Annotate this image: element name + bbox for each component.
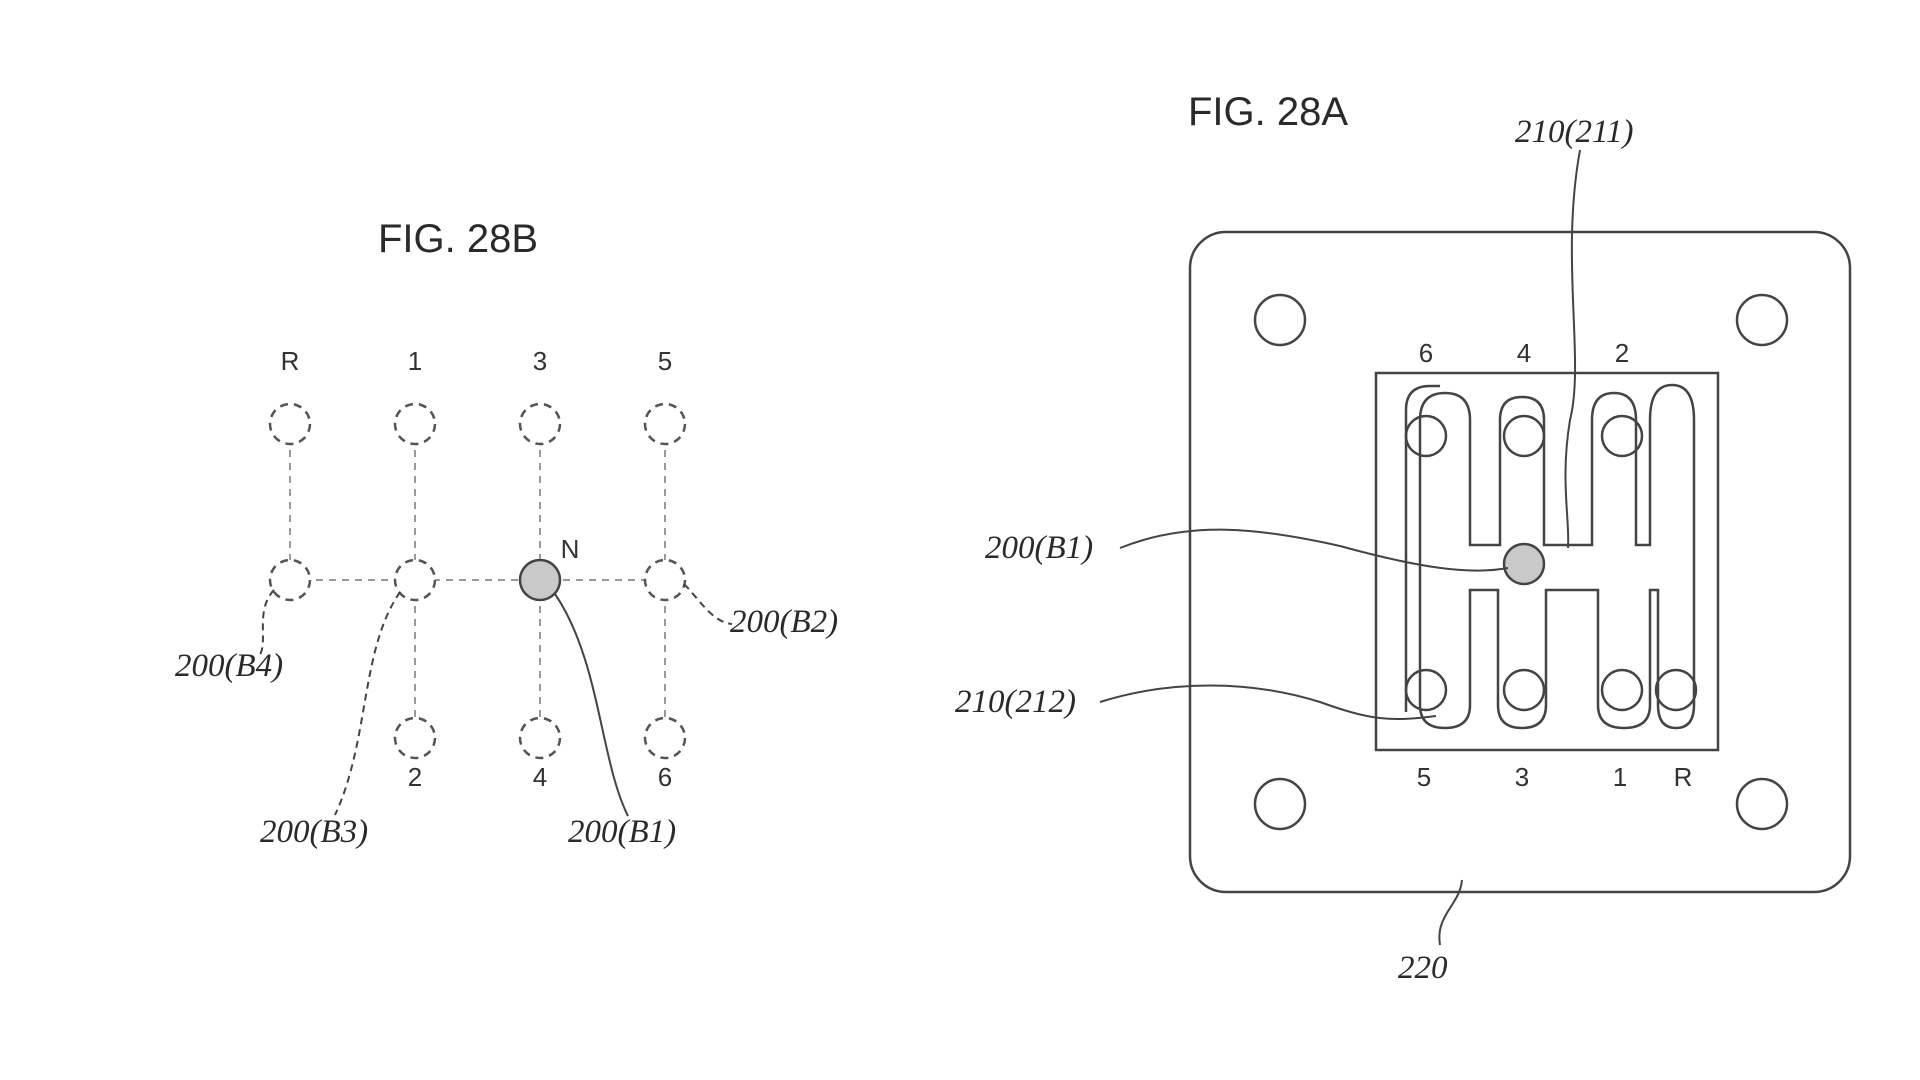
guide-frame <box>1374 371 1720 752</box>
ref-210-211: 210(211) <box>1515 114 1634 150</box>
label-top-3: 3 <box>533 346 547 376</box>
detent-1 <box>1600 668 1644 712</box>
position-b2-circle <box>643 558 687 602</box>
detent-5 <box>1404 668 1448 712</box>
ref-200-b4: 200(B4) <box>175 648 283 684</box>
mount-hole-bottom-right <box>1735 777 1789 831</box>
label-bottom-2: 2 <box>408 762 422 792</box>
leader-210-211 <box>1564 149 1581 549</box>
gear-positions <box>268 402 687 760</box>
leader-b3 <box>334 591 401 816</box>
position-1-circle <box>393 402 437 446</box>
mount-hole-top-right <box>1735 293 1789 347</box>
leader-b2 <box>683 583 733 625</box>
label-top-6: 6 <box>1419 338 1433 368</box>
label-bottom-6: 6 <box>658 762 672 792</box>
leader-200-b1 <box>1119 528 1509 572</box>
position-b4-circle <box>268 558 312 602</box>
leader-220 <box>1438 879 1463 946</box>
label-bottom-1: 1 <box>1613 762 1627 792</box>
ref-210-212: 210(212) <box>955 684 1076 720</box>
position-6-circle <box>643 716 687 760</box>
leader-210-212 <box>1099 684 1437 720</box>
label-top-r: R <box>281 346 300 376</box>
label-bottom-3: 3 <box>1515 762 1529 792</box>
guide-slot-outline <box>1418 383 1696 730</box>
mount-hole-bottom-left <box>1253 777 1307 831</box>
detent-r <box>1654 668 1698 712</box>
detent-4 <box>1502 414 1546 458</box>
ref-200-b2: 200(B2) <box>730 604 838 640</box>
label-top-4: 4 <box>1517 338 1531 368</box>
shift-ball-b1 <box>1502 542 1546 586</box>
ref-200-b1-a: 200(B1) <box>985 530 1093 566</box>
fig-28b-title: FIG. 28B <box>378 217 538 261</box>
label-top-2: 2 <box>1615 338 1629 368</box>
leader-b4 <box>259 589 275 656</box>
detent-3 <box>1502 668 1546 712</box>
label-bottom-5: 5 <box>1417 762 1431 792</box>
position-5-circle <box>643 402 687 446</box>
label-bottom-4: 4 <box>533 762 547 792</box>
position-3-circle <box>518 402 562 446</box>
figure-28a: FIG. 28A 6 4 2 5 3 1 R <box>955 90 1852 986</box>
fig-28a-title: FIG. 28A <box>1188 90 1348 134</box>
position-2-circle <box>393 716 437 760</box>
label-top-1: 1 <box>408 346 422 376</box>
neutral-ball-b1 <box>518 558 562 602</box>
ref-200-b1: 200(B1) <box>568 814 676 850</box>
ref-220: 220 <box>1398 950 1448 986</box>
label-bottom-r: R <box>1674 762 1693 792</box>
mount-hole-top-left <box>1253 293 1307 347</box>
label-neutral: N <box>561 534 580 564</box>
figure-28b: FIG. 28B R 1 3 5 2 4 6 <box>175 217 838 850</box>
position-r-circle <box>268 402 312 446</box>
position-b3-circle <box>393 558 437 602</box>
detent-6 <box>1404 414 1448 458</box>
detent-2 <box>1600 414 1644 458</box>
ref-200-b3: 200(B3) <box>260 814 368 850</box>
shift-pattern-grid <box>289 424 666 738</box>
label-top-5: 5 <box>658 346 672 376</box>
guide-slot-inner-edge <box>1404 384 1440 411</box>
base-plate <box>1188 230 1852 894</box>
position-4-circle <box>518 716 562 760</box>
leader-b1 <box>554 593 629 817</box>
